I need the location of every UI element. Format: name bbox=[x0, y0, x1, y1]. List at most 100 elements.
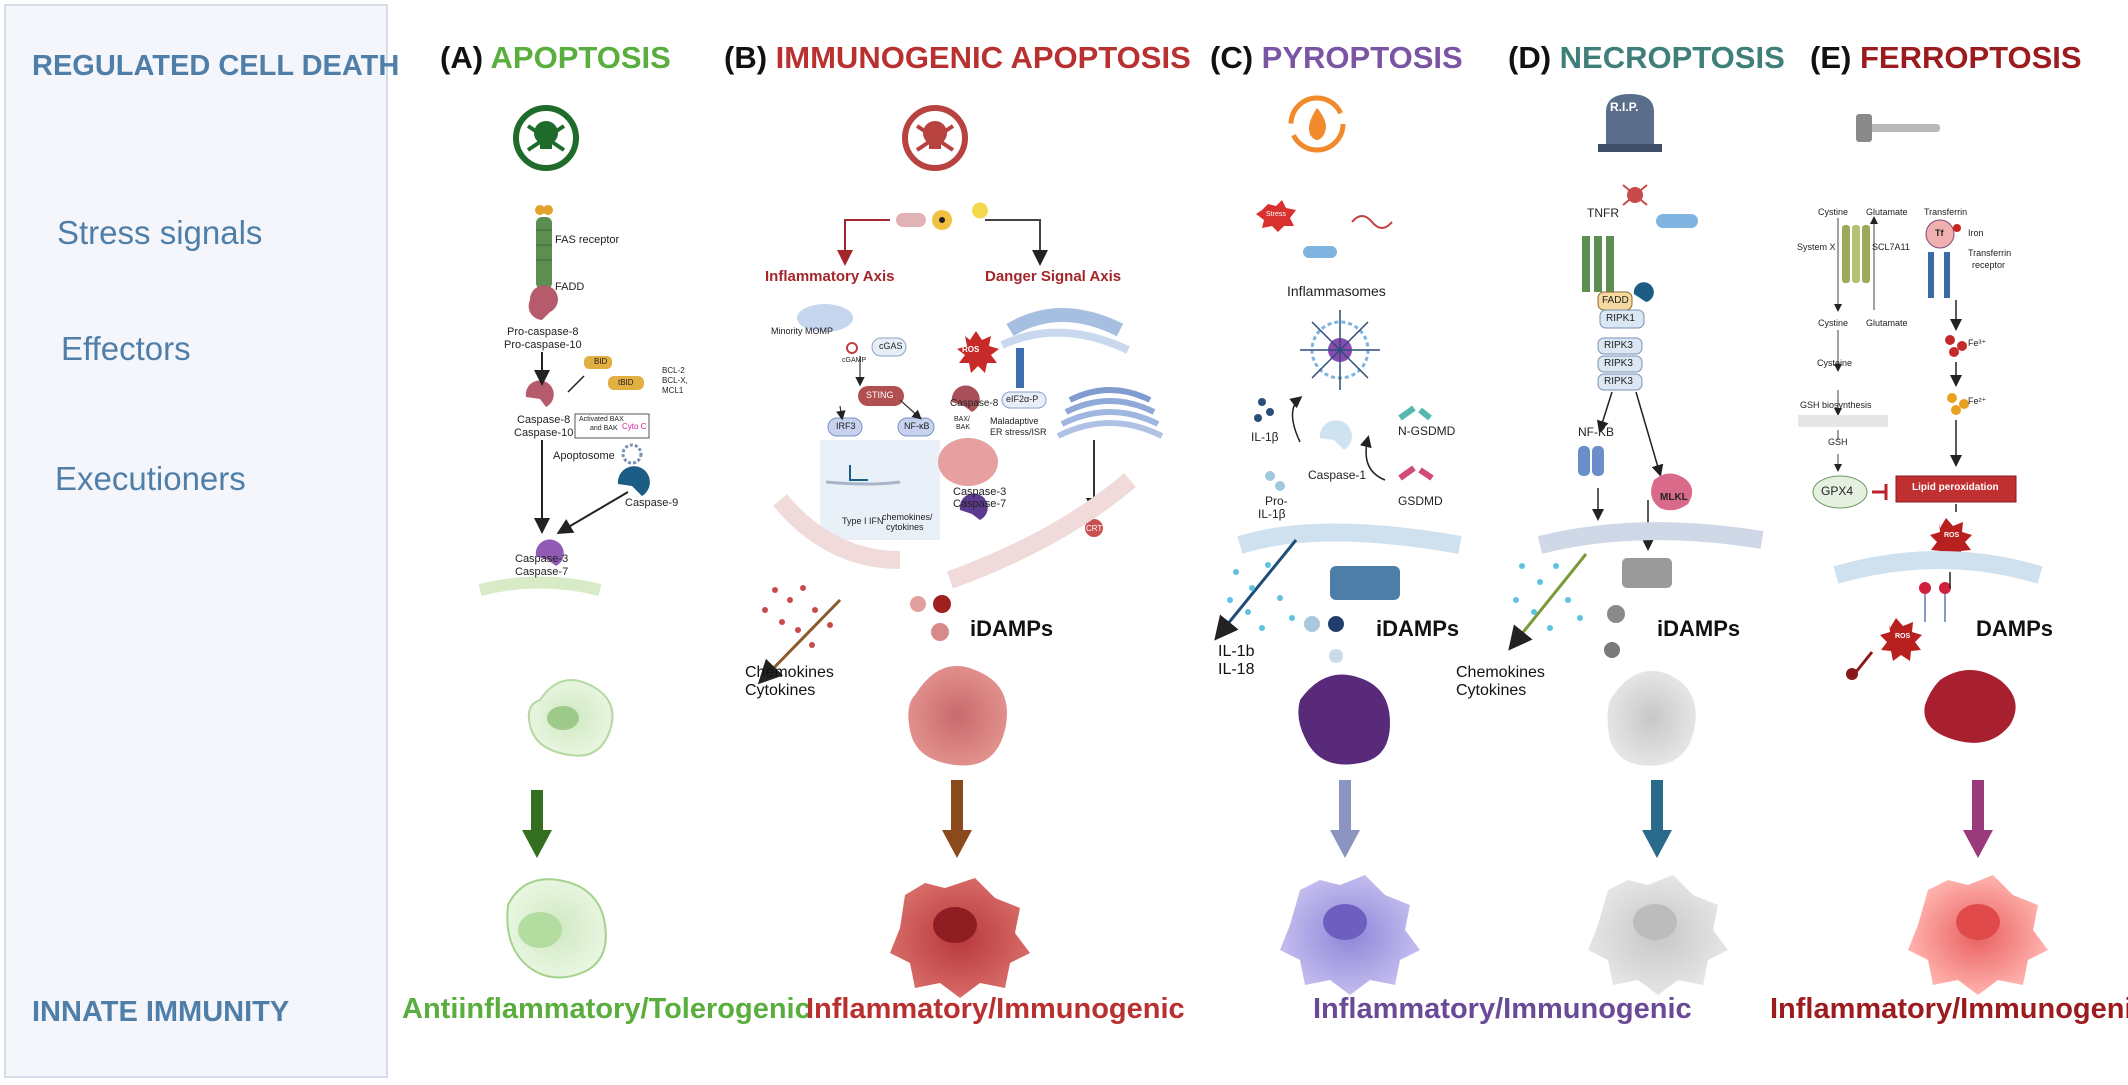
label-nfkb-b: NF-κB bbox=[904, 421, 930, 431]
label-tbid: tBID bbox=[618, 378, 634, 387]
label-pro-caspase-10: Pro-caspase-10 bbox=[504, 339, 582, 351]
label-cgas: cGAS bbox=[879, 341, 903, 351]
label-caspase-8: Caspase-8 bbox=[517, 414, 571, 426]
stress-icons bbox=[896, 202, 988, 230]
label-caspase-9: Caspase-9 bbox=[625, 497, 679, 509]
label-cytokines-b: Cytokines bbox=[745, 682, 816, 699]
pyroptotic-cell-icon bbox=[1298, 674, 1390, 765]
label-ros-e2: ROS bbox=[1895, 633, 1911, 640]
label-idamps-d: iDAMPs bbox=[1657, 616, 1741, 641]
label-maladaptive: Maladaptive bbox=[990, 416, 1039, 426]
panel-letter: (B) bbox=[724, 40, 768, 75]
label-ripk3-3: RIPK3 bbox=[1604, 376, 1633, 387]
sidebar-panel bbox=[4, 4, 388, 1078]
label-cystine-2: Cystine bbox=[1818, 318, 1849, 328]
label-cgamp: cGAMP bbox=[842, 357, 867, 364]
label-er-stress: ER stress/ISR bbox=[990, 427, 1047, 437]
label-mlkl: MLKL bbox=[1660, 492, 1688, 503]
label-cysteine: Cysteine bbox=[1817, 358, 1853, 368]
panel-name: APOPTOSIS bbox=[490, 40, 671, 75]
label-apoptosome: Apoptosome bbox=[553, 450, 615, 462]
panel-name: NECROPTOSIS bbox=[1559, 40, 1785, 75]
transferrin-receptor-icon bbox=[1925, 219, 1955, 298]
panel-letter: (A) bbox=[440, 40, 484, 75]
label-gsh: GSH bbox=[1828, 437, 1848, 447]
skull-icon-immunogenic bbox=[902, 105, 968, 171]
label-tf: Tf bbox=[1935, 228, 1944, 238]
label-bcl2: BCL-2 bbox=[662, 366, 685, 375]
label-pro: Pro- bbox=[1265, 494, 1288, 508]
inflammasome-icon bbox=[1300, 310, 1380, 390]
label-fadd-d: FADD bbox=[1602, 295, 1629, 306]
tnfr-receptor-icon bbox=[1582, 236, 1614, 292]
necroptotic-cell-icon bbox=[1607, 670, 1696, 766]
panel-name: FERROPTOSIS bbox=[1859, 40, 2082, 75]
tombstone-icon bbox=[1598, 94, 1662, 152]
label-sting: STING bbox=[866, 390, 894, 400]
label-chemokines-b: Chemokines bbox=[745, 664, 834, 681]
label-cystine: Cystine bbox=[1818, 207, 1849, 217]
label-bclx: BCL-X, bbox=[662, 376, 688, 385]
label-glutamate-2: Glutamate bbox=[1866, 318, 1908, 328]
chemokine-dots-b bbox=[762, 585, 833, 648]
immunogenic-dying-cell-icon bbox=[908, 665, 1007, 766]
label-stress-c: Stress bbox=[1266, 211, 1286, 218]
label-idamps-c: iDAMPs bbox=[1376, 616, 1460, 641]
outcome-pyroptosis: Inflammatory/Immunogenic bbox=[1313, 993, 1692, 1025]
label-and-bak: and BAK bbox=[590, 425, 618, 432]
label-activated-bax: Activated BAX bbox=[579, 416, 624, 423]
label-minority-momp: Minority MOMP bbox=[771, 326, 834, 336]
label-caspase-1: Caspase-1 bbox=[1308, 468, 1367, 482]
flame-icon bbox=[1288, 95, 1346, 153]
system-xc-transporter-icon bbox=[1842, 225, 1870, 283]
label-pro-caspase-8: Pro-caspase-8 bbox=[507, 326, 579, 338]
label-n-gsdmd: N-GSDMD bbox=[1398, 424, 1456, 438]
ferroptotic-cell-icon bbox=[1924, 670, 2016, 743]
label-fadd: FADD bbox=[555, 281, 585, 293]
label-slc7a11: SCL7A11 bbox=[1872, 242, 1910, 252]
label-caspase-3: Caspase-3 bbox=[515, 553, 569, 565]
label-cyto-c: Cyto C bbox=[622, 422, 647, 431]
label-danger-signal-axis: Danger Signal Axis bbox=[985, 268, 1122, 285]
sidebar-title: REGULATED CELL DEATH bbox=[32, 50, 400, 82]
label-il1b-out: IL-1b bbox=[1218, 643, 1255, 660]
label-receptor: receptor bbox=[1972, 260, 2006, 270]
golgi-icon bbox=[1056, 387, 1164, 439]
label-inflammatory-axis: Inflammatory Axis bbox=[765, 268, 895, 285]
label-gsdmd: GSDMD bbox=[1398, 494, 1443, 508]
label-caspase-8-b: Caspase-8 bbox=[950, 398, 999, 409]
cytokine-dots-c bbox=[1227, 562, 1295, 631]
label-crt: CRT bbox=[1086, 524, 1103, 533]
label-lipid-peroxidation: Lipid peroxidation bbox=[1912, 482, 1999, 493]
label-chemokines-small: chemokines/ bbox=[882, 512, 933, 522]
panel-title-ferroptosis: (E) FERROPTOSIS bbox=[1810, 40, 2082, 76]
sidebar-innate-immunity: INNATE IMMUNITY bbox=[32, 996, 290, 1028]
label-cytokines-d: Cytokines bbox=[1456, 682, 1527, 699]
label-iron: Iron bbox=[1968, 228, 1984, 238]
label-il1b: IL-1β bbox=[1251, 430, 1279, 444]
label-mcl1: MCL1 bbox=[662, 386, 684, 395]
label-gpx4: GPX4 bbox=[1821, 484, 1854, 498]
label-bax-bak: BAX/ bbox=[954, 416, 970, 423]
panel-name: IMMUNOGENIC APOPTOSIS bbox=[775, 40, 1191, 75]
label-nfkb-d: NF-KB bbox=[1578, 425, 1614, 439]
label-gsh-biosynthesis: GSH biosynthesis bbox=[1800, 400, 1872, 410]
apoptosome-icon bbox=[617, 443, 650, 496]
panel-title-immunogenic-apoptosis: (B) IMMUNOGENIC APOPTOSIS bbox=[724, 40, 1191, 76]
label-caspase-3-b: Caspase-3 bbox=[953, 486, 1007, 498]
label-ripk1: RIPK1 bbox=[1606, 313, 1635, 324]
cytokine-dots-d bbox=[1513, 563, 1583, 631]
label-rip: R.I.P. bbox=[1610, 100, 1639, 114]
label-transferrin-receptor: Transferrin bbox=[1968, 248, 2012, 258]
label-type-i-ifn: Type I IFN bbox=[842, 516, 884, 526]
panel-letter: (D) bbox=[1508, 40, 1552, 75]
label-fe2: Fe²⁺ bbox=[1968, 396, 1987, 406]
label-idamps-b: iDAMPs bbox=[970, 616, 1054, 641]
virus-icon bbox=[1622, 184, 1648, 206]
label-transferrin: Transferrin bbox=[1924, 207, 1968, 217]
label-chemokines-d: Chemokines bbox=[1456, 664, 1545, 681]
label-glutamate: Glutamate bbox=[1866, 207, 1908, 217]
panel-letter: (E) bbox=[1810, 40, 1852, 75]
label-stress-signals: Stress signals bbox=[57, 214, 263, 251]
